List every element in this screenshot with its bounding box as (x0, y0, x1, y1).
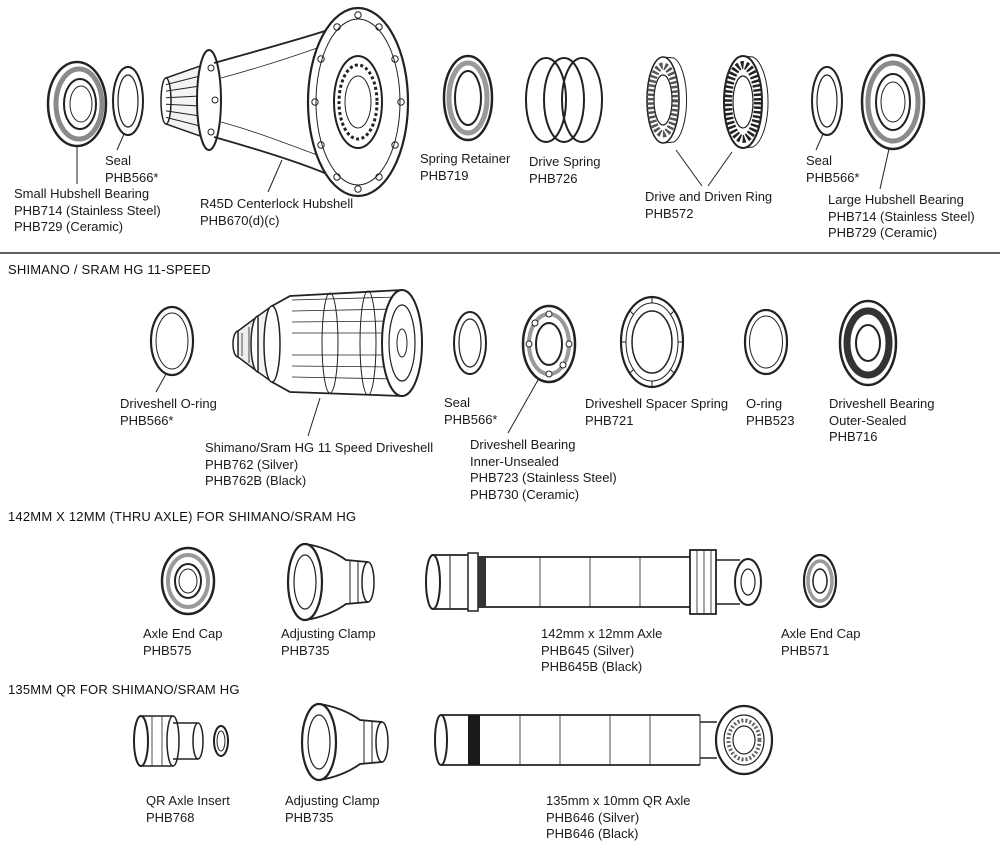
small-hubshell-bearing-drawing (46, 60, 108, 184)
adjusting-clamp-drawing (286, 542, 375, 622)
drive-and-driven-ring-drawing (646, 55, 769, 187)
spring-retainer-drawing (442, 54, 494, 142)
driveshell-spacer-spring-drawing (619, 295, 685, 389)
driveshell-oring-drawing (149, 305, 195, 393)
label-driveshell-bearing-outer: Driveshell Bearing Outer-Sealed PHB716 (829, 396, 935, 445)
seal-right-drawing (811, 66, 843, 151)
label-axle-142: 142mm x 12mm Axle PHB645 (Silver) PHB645… (541, 626, 663, 675)
seal-11speed-drawing (453, 311, 487, 375)
label-spring-retainer: Spring Retainer PHB719 (420, 151, 511, 183)
label-oring: O-ring PHB523 (746, 396, 795, 428)
axle-135-drawing (434, 704, 774, 776)
large-hubshell-bearing-drawing (860, 53, 926, 190)
driveshell-bearing-inner-drawing (507, 304, 577, 434)
label-driveshell-oring: Driveshell O-ring PHB566* (120, 396, 217, 428)
seal-left-drawing (112, 66, 144, 151)
hubshell-drawing (160, 6, 410, 198)
axle-142-drawing (425, 549, 762, 615)
label-hubshell: R45D Centerlock Hubshell PHB670(d)(c) (200, 196, 354, 228)
label-drive-and-driven-ring: Drive and Driven Ring PHB572 (645, 189, 773, 221)
label-driveshell-bearing-inner: Driveshell Bearing Inner-Unsealed PHB723… (470, 437, 617, 502)
label-adjusting-clamp-2: Adjusting Clamp PHB735 (285, 793, 380, 825)
label-axle-135: 135mm x 10mm QR Axle PHB646 (Silver) PHB… (546, 793, 691, 842)
label-small-hubshell-bearing: Small Hubshell Bearing PHB714 (Stainless… (14, 186, 161, 235)
qr-axle-insert-drawing (133, 715, 229, 767)
axle-end-cap-right-drawing (802, 553, 838, 609)
label-drive-spring: Drive Spring PHB726 (529, 154, 601, 186)
driveshell-drawing (232, 289, 423, 437)
label-seal-left: Seal PHB566* (105, 153, 159, 185)
label-qr-axle-insert: QR Axle Insert PHB768 (146, 793, 230, 825)
label-adjusting-clamp-1: Adjusting Clamp PHB735 (281, 626, 376, 658)
label-large-hubshell-bearing: Large Hubshell Bearing PHB714 (Stainless… (828, 192, 975, 241)
section-title-11-speed: SHIMANO / SRAM HG 11-SPEED (8, 262, 211, 277)
label-driveshell-spacer-spring: Driveshell Spacer Spring PHB721 (585, 396, 729, 428)
oring-drawing (743, 308, 789, 376)
label-seal-11speed: Seal PHB566* (444, 395, 498, 427)
label-seal-right: Seal PHB566* (806, 153, 860, 185)
drive-spring-drawing (525, 57, 603, 143)
label-driveshell: Shimano/Sram HG 11 Speed Driveshell PHB7… (205, 440, 434, 489)
label-axle-end-cap-left: Axle End Cap PHB575 (143, 626, 223, 658)
axle-end-cap-left-drawing (160, 546, 216, 616)
label-axle-end-cap-right: Axle End Cap PHB571 (781, 626, 861, 658)
section-title-thru-axle: 142MM X 12MM (THRU AXLE) FOR SHIMANO/SRA… (8, 509, 357, 524)
section-title-qr: 135MM QR FOR SHIMANO/SRAM HG (8, 682, 240, 697)
driveshell-bearing-outer-drawing (838, 299, 898, 387)
